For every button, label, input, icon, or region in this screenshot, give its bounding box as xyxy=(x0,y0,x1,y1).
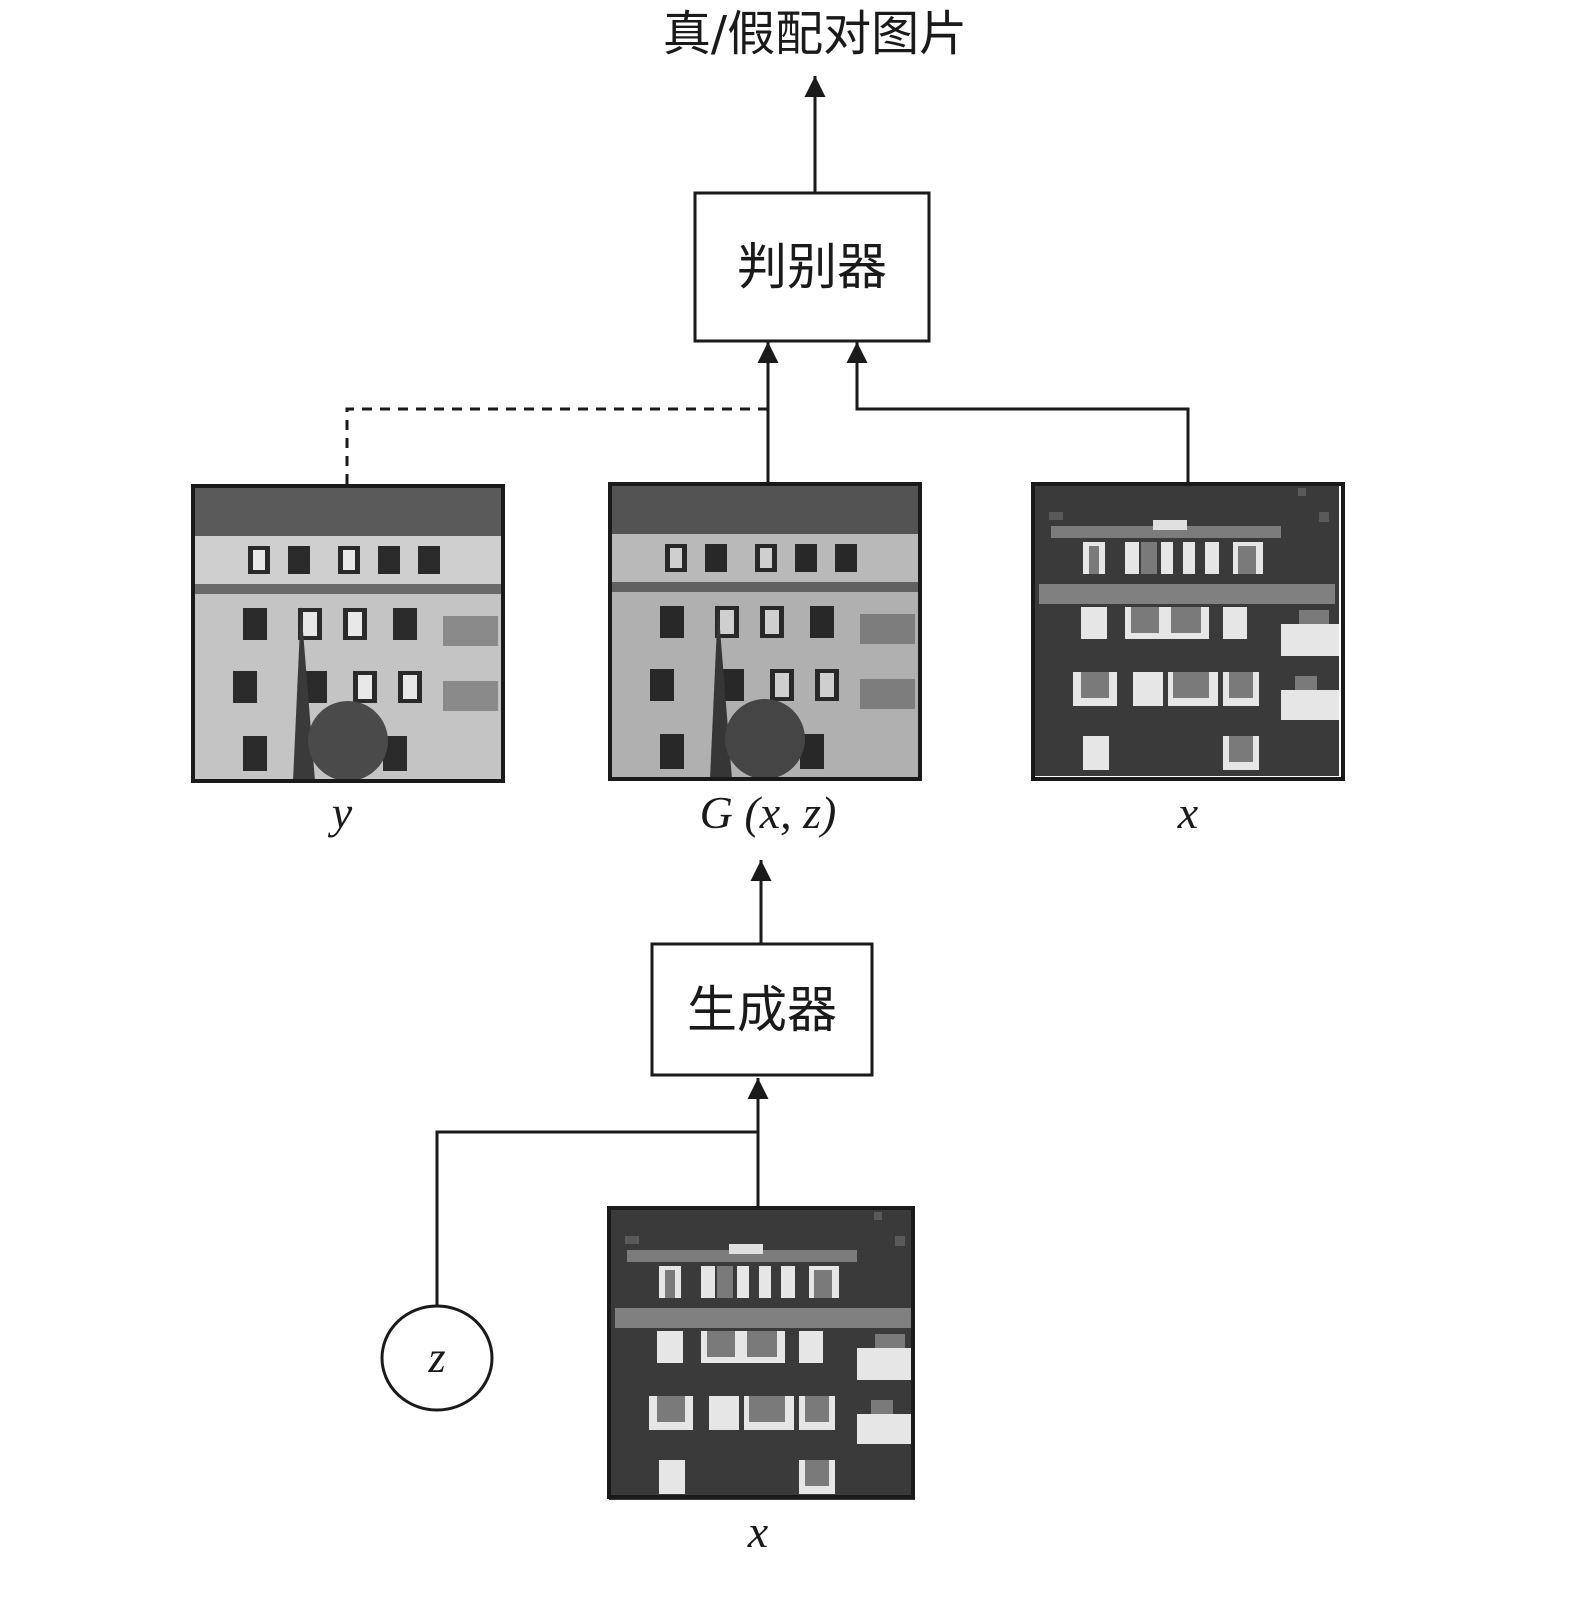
arrow-input-to-discriminator xyxy=(846,342,1190,484)
generator-label: 生成器 xyxy=(687,981,837,1039)
bottom-input-image-label: x xyxy=(747,1506,769,1557)
bottom-input-image-x xyxy=(607,1206,915,1500)
input-image-label: x xyxy=(1177,787,1199,838)
discriminator-box xyxy=(693,191,931,343)
real-image-y xyxy=(191,484,505,783)
output-label: 真/假配对图片 xyxy=(663,6,967,62)
input-image-x xyxy=(1031,482,1345,781)
real-image-label: y xyxy=(328,787,353,838)
dashed-connector-y xyxy=(345,407,768,484)
noise-label: z xyxy=(427,1333,445,1382)
noise-connector xyxy=(435,1130,758,1307)
generated-image-label: G (x, z) xyxy=(700,787,837,838)
generator-box xyxy=(650,942,874,1077)
discriminator-label: 判别器 xyxy=(737,238,887,296)
noise-node xyxy=(380,1304,494,1412)
generated-image xyxy=(608,482,922,781)
